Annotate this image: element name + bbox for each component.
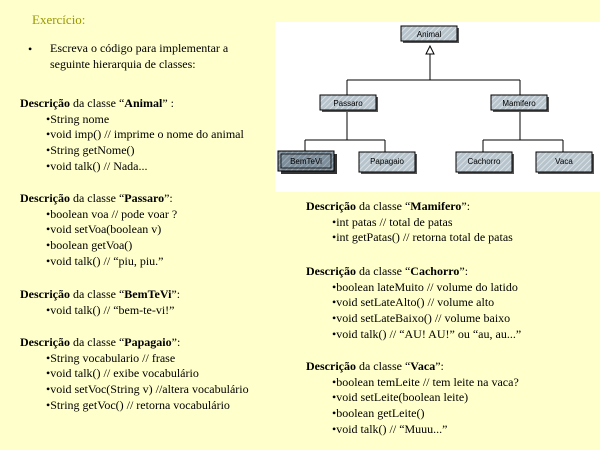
class-label-vaca: Vaca [555,157,573,166]
desc-vaca-heading: Descrição da classe “Vaca”: [306,359,519,375]
desc-prefix: Descrição [20,335,70,349]
class-label-papagaio: Papagaio [370,157,404,166]
desc-middle: da classe “ [69,335,125,349]
desc-bemtevi-heading: Descrição da classe “BemTeVi”: [20,287,180,303]
desc-item: •void setVoa(boolean v) [46,222,162,237]
desc-item: •String getVoc() // retorna vocabulário [46,397,230,412]
desc-item: •void setVoc(String v) //altera vocabulá… [46,382,249,397]
class-hierarchy-diagram: Animal Passaro Mamifero BemTeVi Papagaio [275,22,600,192]
desc-middle: da classe “ [355,264,411,278]
class-label-animal: Animal [417,30,442,39]
desc-item: •boolean voa // pode voar ? [46,206,178,221]
desc-animal-heading: Descrição da classe “Animal” : [20,96,244,112]
class-box-vaca[interactable]: Vaca [535,151,594,174]
slide-title: Exercício: [32,12,86,27]
desc-class-name: Mamifero [410,199,462,213]
desc-mamifero-heading: Descrição da classe “Mamifero”: [306,199,513,215]
desc-item: •int patas // total de patas [332,214,453,229]
intro-bullet: • [28,42,33,56]
desc-prefix: Descrição [20,96,70,110]
desc-vaca: Descrição da classe “Vaca”: •boolean tem… [306,359,519,438]
desc-class-name: Animal [124,96,163,110]
desc-class-name: Passaro [124,191,165,205]
desc-item: •boolean lateMuito // volume do latido [332,279,518,294]
desc-item: •void setLateBaixo() // volume baixo [332,311,511,326]
desc-middle: da classe “ [355,359,411,373]
class-box-mamifero[interactable]: Mamifero [490,94,549,112]
class-box-papagaio[interactable]: Papagaio [358,151,417,174]
desc-item: •String getNome() [46,143,135,158]
class-label-passaro: Passaro [333,99,363,108]
intro-text: Escreva o código para implementar a segu… [50,41,229,71]
desc-prefix: Descrição [20,191,70,205]
desc-passaro: Descrição da classe “Passaro”: •boolean … [20,191,177,270]
desc-suffix: ”: [171,335,181,349]
desc-cachorro-heading: Descrição da classe “Cachorro”: [306,264,521,280]
desc-suffix: ”: [459,264,469,278]
class-label-bemtevi: BemTeVi [290,157,322,166]
desc-item: •boolean getVoa() [46,238,133,253]
desc-item: •boolean temLeite // tem leite na vaca? [332,374,519,389]
desc-prefix: Descrição [306,199,356,213]
desc-middle: da classe “ [69,191,125,205]
desc-item: •int getPatas() // retorna total de pata… [332,230,513,245]
class-label-cachorro: Cachorro [468,157,501,166]
desc-item: •void talk() // “bem-te-vi!” [46,302,175,317]
desc-bemtevi: Descrição da classe “BemTeVi”: •void tal… [20,287,180,318]
class-box-bemtevi[interactable]: BemTeVi [277,150,337,174]
class-box-passaro[interactable]: Passaro [319,94,378,112]
desc-middle: da classe “ [69,287,125,301]
desc-animal: Descrição da classe “Animal” : •String n… [20,96,244,175]
desc-suffix: ”: [461,199,471,213]
desc-item: •void talk() // “AU! AU!” ou “au, au...” [332,326,522,341]
desc-cachorro: Descrição da classe “Cachorro”: •boolean… [306,264,521,343]
desc-class-name: Vaca [410,359,436,373]
desc-middle: da classe “ [355,199,411,213]
desc-item: •String vocabulario // frase [46,350,176,365]
desc-class-name: Cachorro [410,264,460,278]
class-label-mamifero: Mamifero [502,99,536,108]
desc-suffix: ”: [164,191,173,205]
desc-item: •void talk() // Nada... [46,158,148,173]
hierarchy-svg: Animal Passaro Mamifero BemTeVi Papagaio [277,25,594,174]
desc-item: •void setLateAlto() // volume alto [332,295,495,310]
desc-suffix: ” : [162,96,174,110]
desc-middle: da classe “ [69,96,125,110]
desc-class-name: Papagaio [124,335,172,349]
desc-item: •void talk() // “piu, piu.” [46,253,164,268]
desc-prefix: Descrição [306,264,356,278]
class-box-cachorro[interactable]: Cachorro [455,151,514,174]
class-box-animal[interactable]: Animal [400,25,459,43]
desc-prefix: Descrição [306,359,356,373]
desc-papagaio: Descrição da classe “Papagaio”: •String … [20,335,249,414]
desc-item: •void imp() // imprime o nome do animal [46,127,244,142]
desc-item: •void talk() // “Muuu...” [332,421,448,436]
desc-class-name: BemTeVi [124,287,172,301]
desc-item: •String nome [46,111,110,126]
desc-passaro-heading: Descrição da classe “Passaro”: [20,191,177,207]
desc-item: •void talk() // exibe vocabulário [46,366,199,381]
desc-prefix: Descrição [20,287,70,301]
connector-lines [304,54,564,152]
desc-mamifero: Descrição da classe “Mamifero”: •int pat… [306,199,513,246]
desc-suffix: ”: [171,287,181,301]
desc-item: •boolean getLeite() [332,406,425,421]
desc-suffix: ”: [435,359,444,373]
desc-papagaio-heading: Descrição da classe “Papagaio”: [20,335,249,351]
desc-item: •void setLeite(boolean leite) [332,390,469,405]
